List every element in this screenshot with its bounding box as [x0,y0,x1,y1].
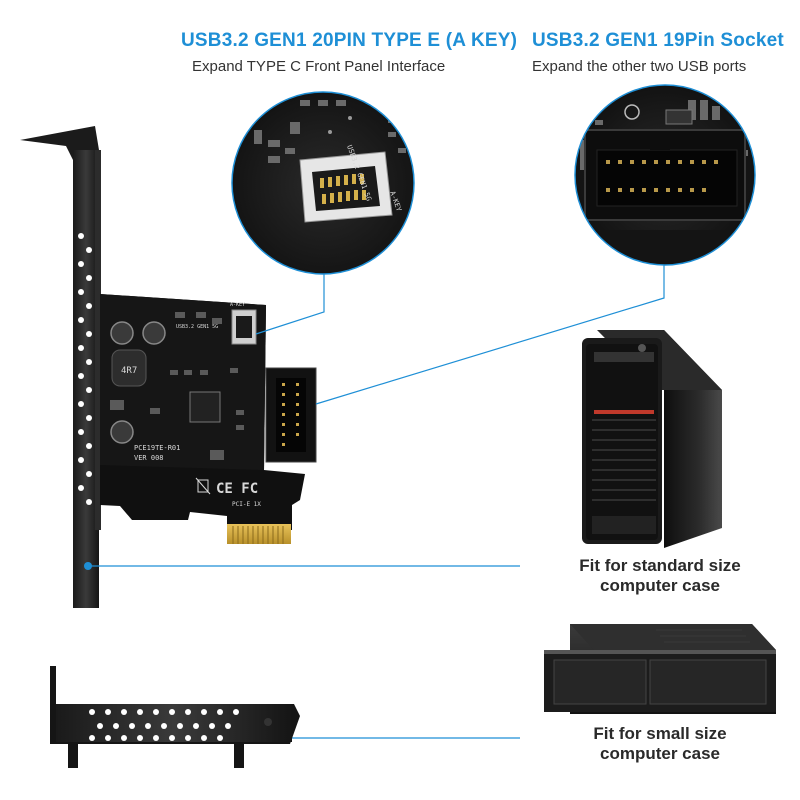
19pin-socket-title: USB3.2 GEN1 19Pin Socket [532,30,784,51]
type-e-connector-title: USB3.2 GEN1 20PIN TYPE E (A KEY) [181,30,518,51]
19pin-socket-zoom [574,84,756,266]
standard-case-caption: Fit for standard size computer case [560,556,760,596]
callout-lines [89,265,665,739]
standard-caption-line1: Fit for standard size [579,556,741,575]
small-caption-line2: computer case [600,744,720,763]
board-akey-label: A-KEY [230,302,245,308]
small-caption-line1: Fit for small size [593,724,727,743]
pcie-card: 4R7 A-KEY USB3.2 GEN1 5G PCE19TE-R01 VER… [100,294,317,544]
standard-caption-line2: computer case [600,576,720,595]
board-model-label: PCE19TE-R01 [134,444,180,452]
19pin-socket-subtitle: Expand the other two USB ports [532,58,747,75]
small-case-caption: Fit for small size computer case [560,724,760,764]
board-cert-label: CE FC [216,481,258,497]
type-e-connector-zoom: USB3.2 GEN1 5G A-KEY [231,91,415,275]
inductor-label: 4R7 [121,366,137,376]
pcie-x1-gold-fingers [227,524,291,544]
full-height-bracket [20,126,101,608]
low-profile-bracket [50,666,300,768]
small-desktop-case [544,624,776,714]
board-version-label: VER 008 [134,454,164,462]
board-interface-label: PCI-E 1X [232,501,261,508]
board-usb-label: USB3.2 GEN1 5G [176,324,218,330]
standard-tower-case [582,330,722,548]
type-e-connector-subtitle: Expand TYPE C Front Panel Interface [192,58,446,75]
